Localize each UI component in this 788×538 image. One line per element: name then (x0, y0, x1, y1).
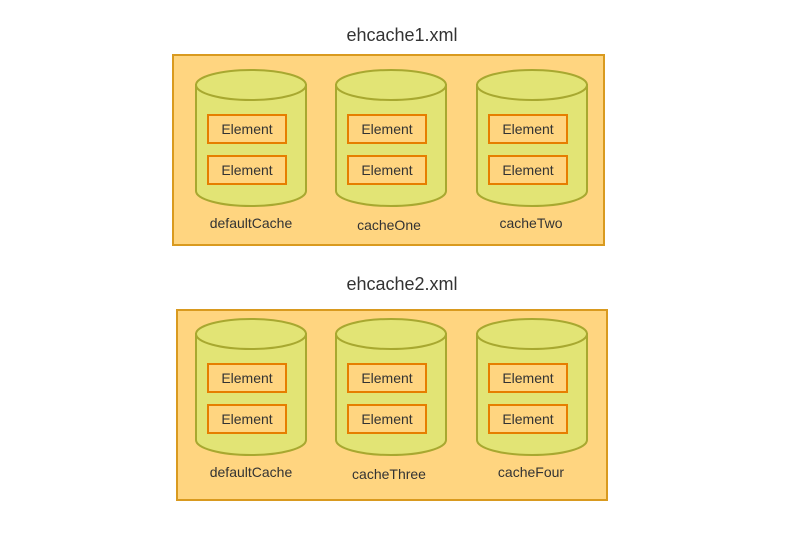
cylinder-top (476, 69, 588, 101)
cache-label: cacheThree (352, 466, 426, 482)
cylinder-top (335, 69, 447, 101)
cylinder-top (335, 318, 447, 350)
cylinder-body (476, 84, 588, 207)
group-title: ehcache2.xml (346, 274, 458, 294)
cache-element: Element (207, 155, 287, 185)
cache-cylinder: Element Element (476, 69, 588, 207)
cache-element: Element (488, 155, 568, 185)
cylinder-top (476, 318, 588, 350)
cache-element: Element (347, 363, 427, 393)
cache-element: Element (488, 363, 568, 393)
cache-element: Element (207, 404, 287, 434)
cache-label: defaultCache (209, 464, 293, 480)
cache-cylinder: Element Element (195, 69, 307, 207)
cache-element: Element (488, 404, 568, 434)
cache-cylinder: Element Element (476, 318, 588, 456)
group-title: ehcache1.xml (346, 25, 458, 45)
cache-label: defaultCache (209, 215, 293, 231)
cache-element: Element (347, 114, 427, 144)
cache-label: cacheFour (497, 464, 565, 480)
cache-element: Element (488, 114, 568, 144)
cache-label: cacheOne (357, 217, 421, 233)
cache-element: Element (347, 404, 427, 434)
cylinder-body (195, 84, 307, 207)
cylinder-body (195, 333, 307, 456)
cache-cylinder: Element Element (335, 69, 447, 207)
cache-element: Element (207, 114, 287, 144)
cylinder-body (476, 333, 588, 456)
cache-element: Element (347, 155, 427, 185)
cylinder-body (335, 84, 447, 207)
cache-cylinder: Element Element (335, 318, 447, 456)
cylinder-top (195, 318, 307, 350)
cache-element: Element (207, 363, 287, 393)
cylinder-top (195, 69, 307, 101)
cylinder-body (335, 333, 447, 456)
cache-cylinder: Element Element (195, 318, 307, 456)
cache-label: cacheTwo (499, 215, 563, 231)
